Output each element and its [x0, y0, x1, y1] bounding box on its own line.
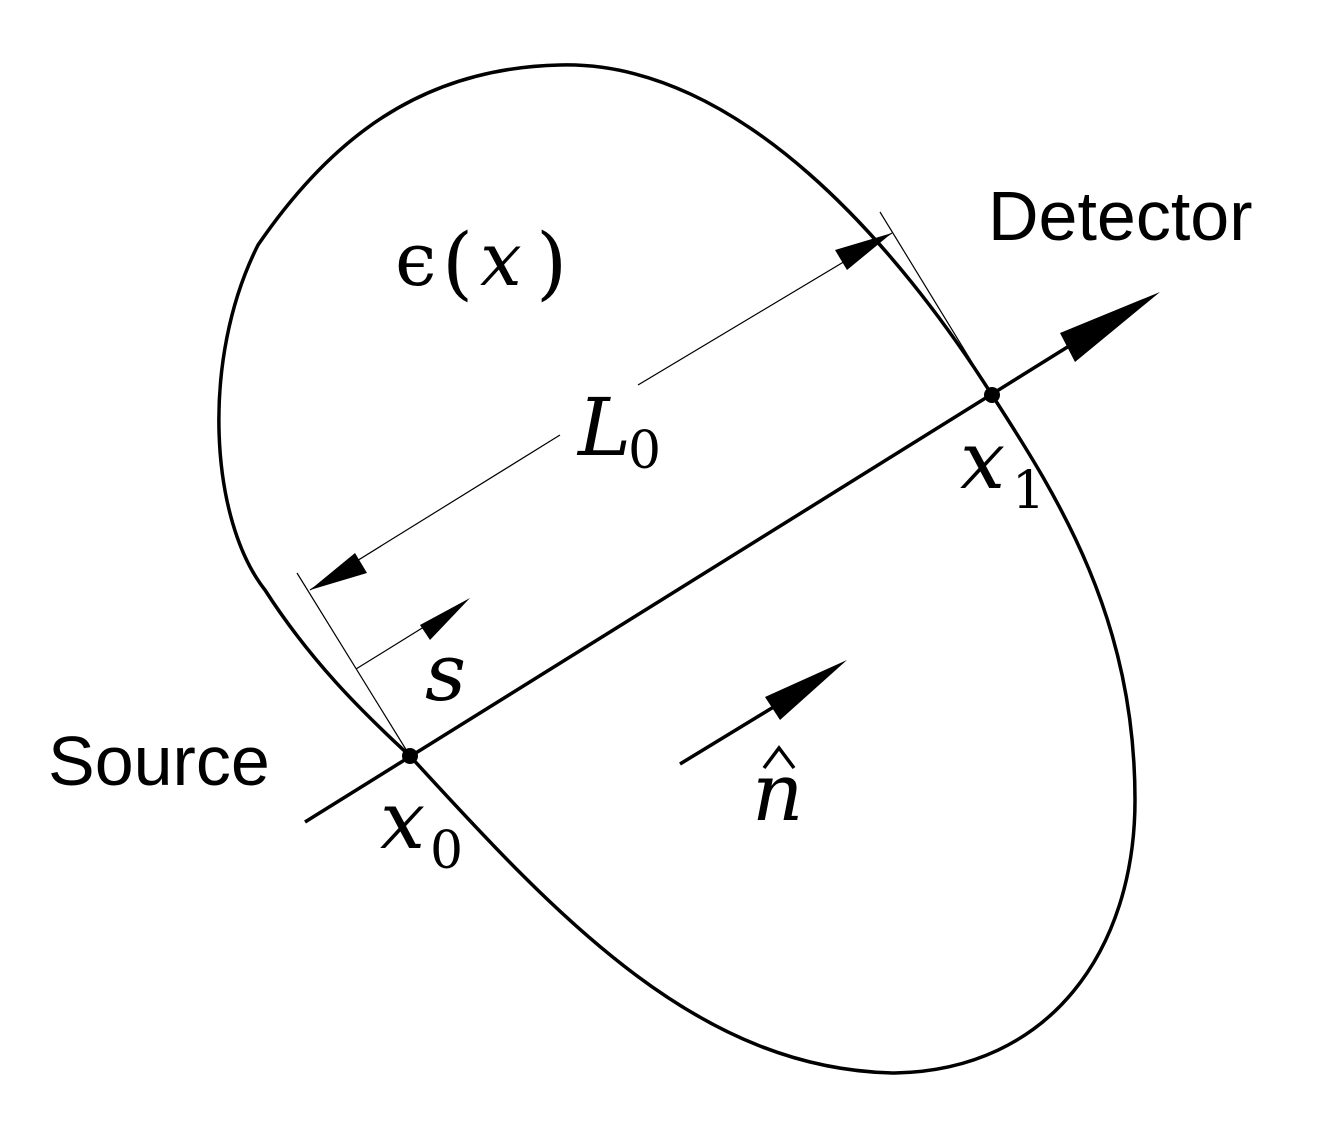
length-subscript: 0 [628, 421, 661, 481]
emissivity-variable: x [480, 217, 522, 303]
length-symbol: L [576, 381, 631, 474]
detector-point-marker [984, 387, 1000, 403]
start-point-subscript: 0 [430, 821, 463, 881]
emissivity-close-paren: ) [536, 216, 567, 309]
path-variable-arrowhead [420, 598, 470, 640]
length-dimension-arrowhead-upper [835, 233, 892, 270]
source-label: Source [48, 722, 270, 800]
direction-vector-arrowhead [765, 660, 847, 720]
line-of-sight [304, 331, 1091, 824]
detector-label: Detector [988, 177, 1253, 255]
emitting-region-boundary [217, 63, 1137, 1075]
direction-hat [762, 745, 796, 770]
direction-vector-shaft [679, 695, 791, 766]
path-variable-label: s [425, 626, 466, 719]
emissivity-open-paren: ( [442, 216, 473, 309]
length-dimension-arrowhead-lower [310, 553, 367, 590]
emissivity-symbol: ϵ [395, 217, 436, 303]
source-point-marker [402, 748, 418, 764]
exit-tangent-line [879, 211, 993, 396]
end-point-symbol: x [960, 414, 1005, 507]
detector-direction-arrowhead [1060, 292, 1160, 362]
end-point-subscript: 1 [1012, 461, 1045, 521]
start-point-symbol: x [380, 774, 425, 867]
direction-label: n [752, 746, 804, 839]
entry-tangent-line [296, 572, 411, 757]
